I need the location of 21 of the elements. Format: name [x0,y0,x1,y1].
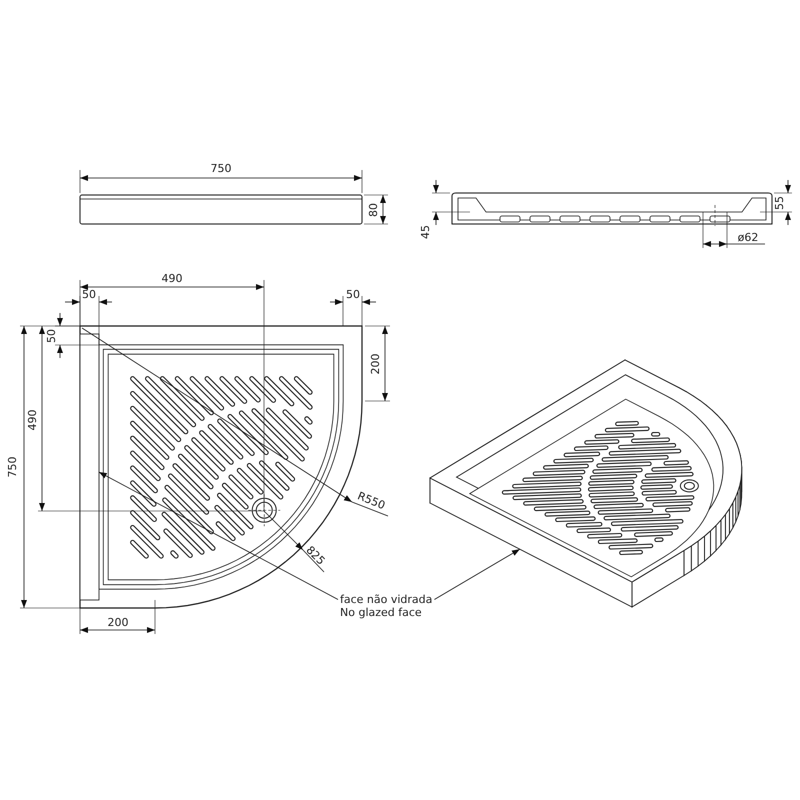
dimension-label: 750 [6,456,19,478]
dimension-label: 200 [369,354,382,374]
dimension-label: 45 [419,225,432,239]
callout-text: No glazed face [340,606,423,619]
dimension-label: 750 [210,162,232,175]
dimension-label: 50 [82,288,96,301]
dimension-label: 490 [162,272,182,285]
leader-line [434,548,520,600]
dimension-label: ø62 [738,231,758,244]
tray-front-face [430,477,632,608]
dimension-label: 490 [26,410,39,430]
dimension-label: 55 [773,196,786,210]
dimension-label: 50 [346,288,360,301]
dimension-label: R550 [356,489,388,512]
dimension-label: 80 [367,203,380,217]
callout-text: face não vidrada [340,593,432,606]
leader-line [98,472,338,600]
dimension-label: 50 [45,329,58,343]
dimension-label: 200 [108,616,128,629]
dimension-label: 825 [303,544,328,568]
tray-rim [80,334,100,600]
